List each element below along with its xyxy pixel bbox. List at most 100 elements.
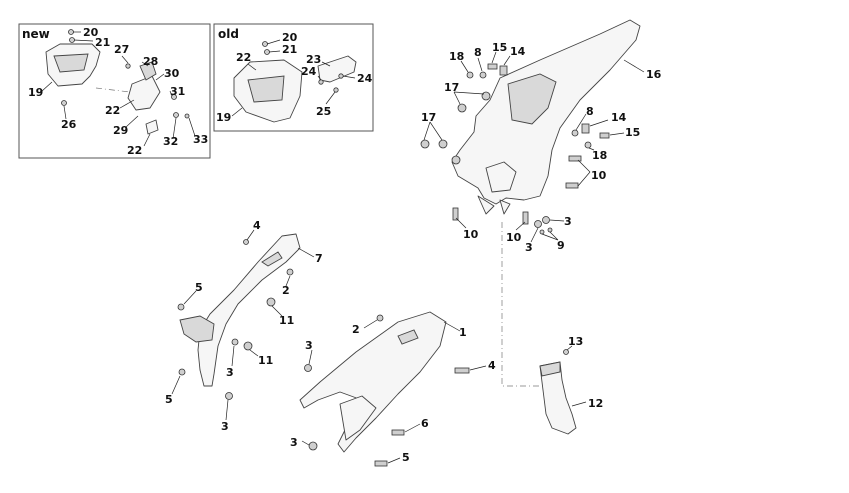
- panel-washer-11b: [243, 341, 253, 351]
- fender-bolt-15a: [487, 63, 498, 70]
- callout-new-28: 28: [143, 55, 158, 68]
- panel-washer-3b: [225, 392, 233, 400]
- callout-fender-18b: 18: [592, 149, 607, 162]
- callout-panel-4: 4: [253, 219, 261, 232]
- callout-new-30: 30: [164, 67, 180, 80]
- inset-old-frame: [213, 23, 374, 132]
- panel-washer-11a: [266, 297, 276, 307]
- callout-new-26: 26: [61, 118, 77, 131]
- callout-new-31: 31: [170, 85, 185, 98]
- mud-flap-assembly: 13 12: [539, 335, 603, 435]
- fender-bolt-10a: [568, 155, 582, 162]
- callout-fender-15b: 15: [625, 126, 640, 139]
- callout-flap-13: 13: [568, 335, 583, 348]
- panel-bolt-5b: [178, 368, 186, 376]
- fender-bolt-15b: [599, 132, 610, 139]
- callout-new-29: 29: [113, 124, 128, 137]
- callout-fender-14a: 14: [510, 45, 526, 58]
- side-panel-part-7: [197, 233, 301, 387]
- panel-bolt-4: [243, 239, 249, 245]
- inset-new: new 20 21 27 28 30 31: [18, 23, 211, 159]
- side-panel-left-assembly: 4 7 5 2 11 11 3 5 3: [165, 219, 323, 433]
- callout-fender-15a: 15: [492, 41, 507, 54]
- callout-new-33: 33: [193, 133, 208, 146]
- rpanel-washer-2: [376, 314, 384, 322]
- fender-washer-17a: [457, 103, 467, 113]
- callout-rpanel-1: 1: [459, 326, 467, 339]
- fender-nut-8a: [479, 71, 487, 79]
- callout-fender-17b: 17: [421, 111, 436, 124]
- new-nut-31: [171, 94, 177, 100]
- callout-fender-8b: 8: [586, 105, 594, 118]
- panel-bolt-5a: [177, 303, 185, 311]
- mud-flap-part-12: [539, 361, 577, 435]
- rpanel-washer-3b: [308, 441, 318, 451]
- callout-old-23: 23: [306, 53, 321, 66]
- rpanel-bolt-4: [454, 367, 470, 374]
- callout-fender-9: 9: [557, 239, 565, 252]
- new-clip-26: [61, 100, 67, 106]
- callout-fender-18a: 18: [449, 50, 464, 63]
- side-panel-part-1: [299, 311, 447, 453]
- callout-rpanel-2: 2: [352, 323, 360, 336]
- old-clip-24a: [318, 79, 324, 85]
- fender-washer-17b: [481, 91, 491, 101]
- callout-fender-17a: 17: [444, 81, 459, 94]
- new-screw-20: [68, 29, 74, 35]
- callout-panel-5a: 5: [195, 281, 203, 294]
- fender-bolt-18a: [466, 71, 474, 79]
- callout-rpanel-4: 4: [488, 359, 496, 372]
- rear-fender-part-16: [451, 19, 641, 205]
- callout-new-22a: 22: [105, 104, 120, 117]
- callout-fender-10b: 10: [463, 228, 479, 241]
- side-panel-right-assembly: 2 1 3 4 6 3 5: [290, 311, 496, 467]
- callout-panel-11b: 11: [258, 354, 273, 367]
- callout-panel-2: 2: [282, 284, 290, 297]
- fender-clip-14a: [499, 65, 508, 76]
- callout-panel-7: 7: [315, 252, 323, 265]
- callout-rpanel-3a: 3: [305, 339, 313, 352]
- old-clip-25: [333, 87, 339, 93]
- callout-old-20: 20: [282, 31, 298, 44]
- callout-old-24a: 24: [301, 65, 317, 78]
- callout-fender-10a: 10: [591, 169, 607, 182]
- fender-bolt-10b: [565, 182, 579, 189]
- callout-panel-5b: 5: [165, 393, 173, 406]
- old-washer-21: [264, 49, 270, 55]
- fender-washer-17d: [438, 139, 448, 149]
- callout-old-19: 19: [216, 111, 231, 124]
- callout-rpanel-3b: 3: [290, 436, 298, 449]
- inset-new-frame: [18, 23, 211, 159]
- fender-nut-8b: [571, 129, 579, 137]
- old-screw-20: [262, 41, 268, 47]
- callout-fender-10c: 10: [506, 231, 522, 244]
- callout-panel-11a: 11: [279, 314, 294, 327]
- callout-new-32: 32: [163, 135, 178, 148]
- new-bracket-part: [127, 75, 161, 111]
- panel-washer-3a: [231, 338, 239, 346]
- old-clip-24b: [338, 73, 344, 79]
- fender-bolt-18b: [584, 141, 592, 149]
- fender-bolt-10c: [452, 207, 459, 221]
- callout-panel-3b: 3: [221, 420, 229, 433]
- callout-rpanel-5: 5: [402, 451, 410, 464]
- rpanel-bolt-5: [374, 460, 388, 467]
- callout-new-19: 19: [28, 86, 43, 99]
- callout-fender-14b: 14: [611, 111, 627, 124]
- callout-new-27: 27: [114, 43, 129, 56]
- callout-flap-12: 12: [588, 397, 603, 410]
- rpanel-washer-3a: [304, 364, 312, 372]
- callout-rpanel-6: 6: [421, 417, 429, 430]
- old-bracket-part: [317, 55, 357, 83]
- callout-old-25: 25: [316, 105, 331, 118]
- callout-fender-16: 16: [646, 68, 662, 81]
- fender-pin-9a: [539, 229, 545, 235]
- fender-clip-14b: [581, 123, 590, 134]
- new-nut-32b: [184, 113, 190, 119]
- callout-old-22: 22: [236, 51, 251, 64]
- callout-old-21: 21: [282, 43, 297, 56]
- inset-old: old 20 21 22 23 24 24 25 19: [213, 23, 374, 132]
- fender-washer-17c: [420, 139, 430, 149]
- callout-new-20: 20: [83, 26, 99, 39]
